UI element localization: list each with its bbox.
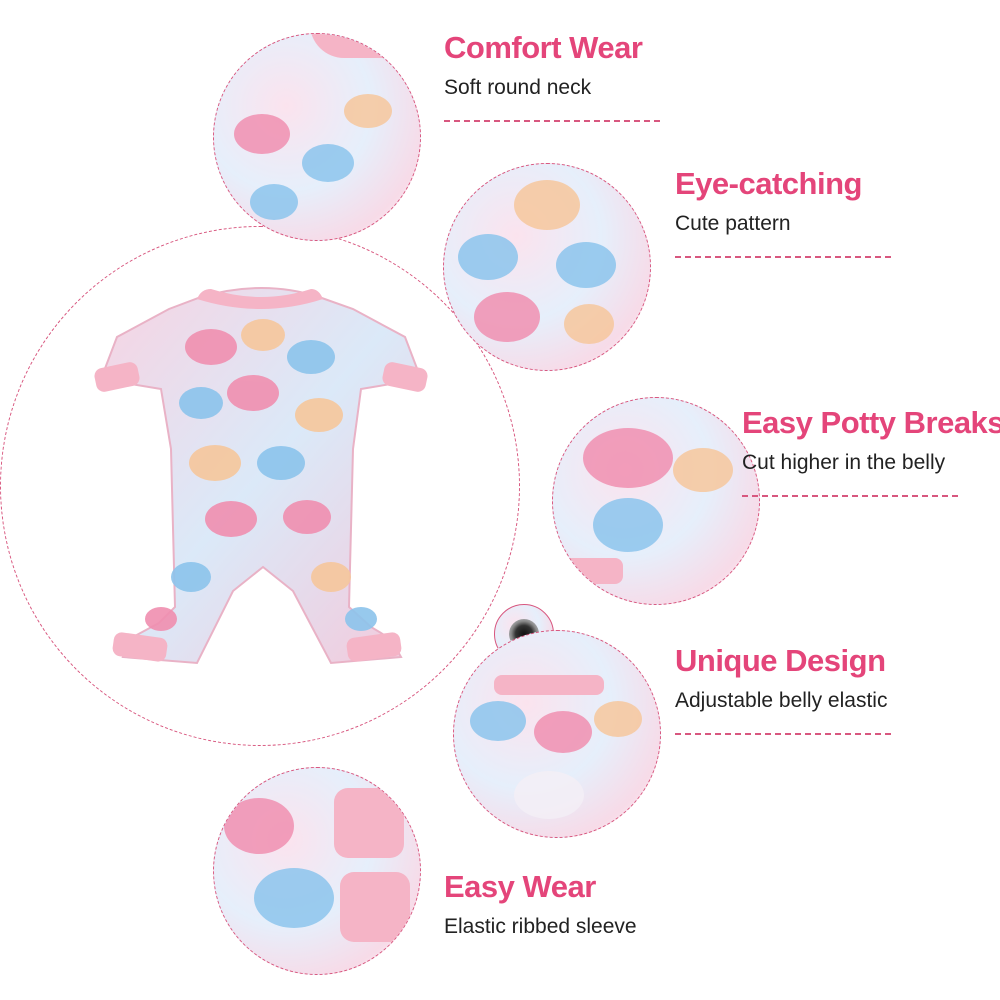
feature-title: Unique Design — [675, 643, 886, 678]
main-product-circle — [0, 226, 520, 746]
detail-circle-belly — [552, 397, 760, 605]
feature-comfort-wear: Comfort Wear Soft round neck — [444, 32, 660, 122]
feature-easy-wear: Easy Wear Elastic ribbed sleeve — [444, 871, 637, 937]
feature-subtitle: Cut higher in the belly — [742, 451, 946, 474]
detail-circle-design — [453, 630, 661, 838]
detail-circle-sleeve — [213, 767, 421, 975]
sleeve-rib — [334, 788, 404, 858]
feature-title: Eye-catching — [675, 166, 862, 201]
pajama-garment-illustration — [94, 287, 428, 665]
feature-unique-design: Unique Design Adjustable belly elastic — [675, 645, 891, 735]
feature-easy-potty-breaks: Easy Potty Breaks Cut higher in the bell… — [742, 407, 1000, 497]
detail-circle-neck — [213, 33, 421, 241]
feature-subtitle: Cute pattern — [675, 212, 791, 235]
feature-title: Comfort Wear — [444, 30, 643, 65]
design-collar-rib — [494, 675, 604, 695]
feature-divider — [675, 733, 891, 735]
feature-title: Easy Wear — [444, 869, 596, 904]
detail-circle-pattern — [443, 163, 651, 371]
leg-cuff — [563, 558, 623, 584]
feature-eye-catching: Eye-catching Cute pattern — [675, 168, 891, 258]
feature-subtitle: Elastic ribbed sleeve — [444, 915, 637, 938]
feature-divider — [675, 256, 891, 258]
sleeve-rib-2 — [340, 872, 410, 942]
feature-subtitle: Adjustable belly elastic — [675, 689, 888, 712]
feature-divider — [742, 495, 958, 497]
feature-divider — [444, 120, 660, 122]
feature-title: Easy Potty Breaks — [742, 405, 1000, 440]
neck-rib — [310, 34, 420, 58]
feature-subtitle: Soft round neck — [444, 76, 592, 99]
